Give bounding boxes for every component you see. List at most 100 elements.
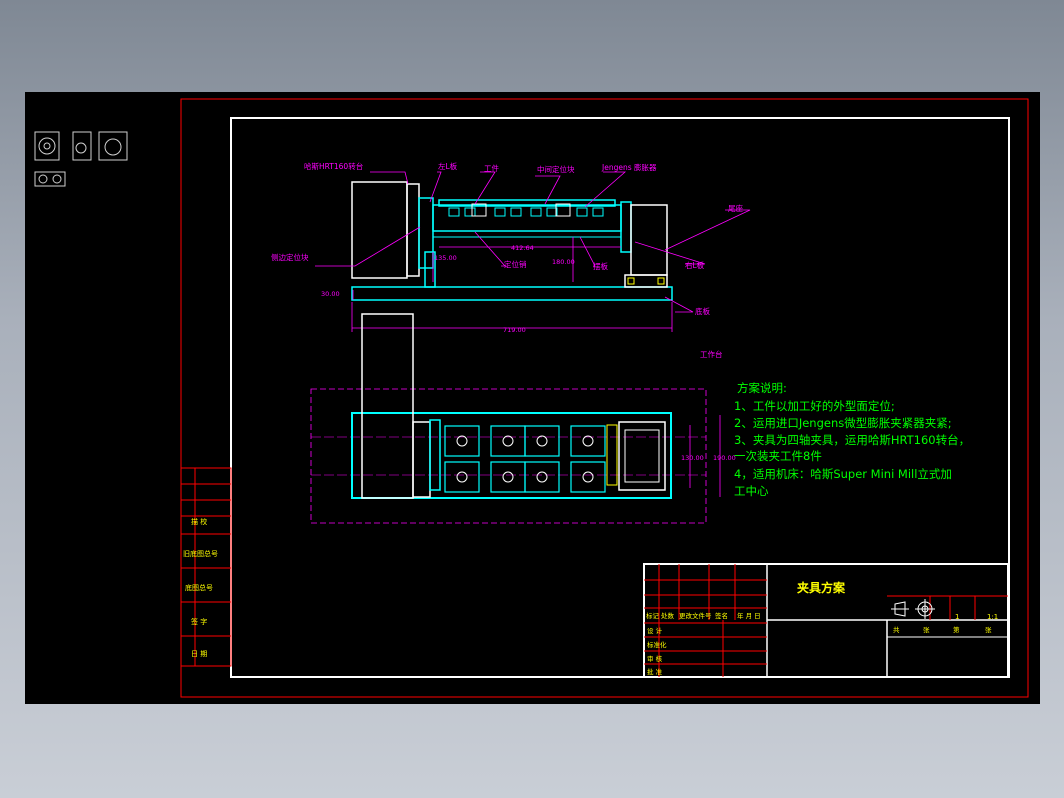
workpiece-cell bbox=[490, 461, 526, 493]
row-label: 更改文件号 bbox=[679, 611, 712, 620]
side-view-circle bbox=[75, 142, 87, 154]
footer-cell: 张 bbox=[923, 625, 930, 634]
front-dimensions bbox=[351, 237, 673, 332]
workpiece-cell bbox=[444, 425, 480, 457]
label-left-plate: 左L板 bbox=[438, 161, 458, 171]
left-row: 标准化 bbox=[647, 640, 667, 649]
dim-412: 412.64 bbox=[511, 244, 534, 252]
right-l-plate bbox=[620, 201, 632, 253]
rotary-table-face bbox=[406, 183, 420, 277]
dim-30: 30.00 bbox=[321, 290, 340, 298]
footer-cell: 共 bbox=[893, 625, 900, 634]
expander-circle bbox=[502, 435, 514, 447]
row-label: 处数 bbox=[661, 611, 675, 620]
tailstock-top bbox=[618, 421, 666, 491]
sheet-value: 1 bbox=[955, 613, 959, 621]
outer-frame bbox=[180, 98, 1029, 698]
expander-circle bbox=[456, 471, 468, 483]
workpiece-row bbox=[438, 199, 616, 207]
bottom-view-circle bbox=[38, 174, 48, 184]
rotary-table-top bbox=[361, 313, 414, 499]
front-view bbox=[351, 181, 673, 301]
front-dim-labels: 412.64 135.00 180.00 30.00 719.00 bbox=[321, 244, 575, 334]
workpiece-cell bbox=[570, 461, 606, 493]
drawing-canvas: 描 校 旧底图总号 底图总号 签 字 日 期 bbox=[34, 98, 1029, 698]
tailstock bbox=[630, 204, 668, 276]
front-view-hub bbox=[43, 142, 51, 150]
workpiece-cell bbox=[570, 425, 606, 457]
base-plate bbox=[351, 286, 673, 301]
cad-viewport[interactable]: 描 校 旧底图总号 底图总号 签 字 日 期 bbox=[25, 92, 1040, 704]
dim-180: 180.00 bbox=[552, 258, 575, 266]
title-block-text: 夹具方案 1:1 1 标记 处数 更改文件号 签名 年 月 日 设 计 标准化 … bbox=[646, 580, 998, 676]
top-workpiece-grid bbox=[444, 425, 606, 493]
drawing-border bbox=[230, 117, 1010, 678]
workpiece-cell bbox=[444, 461, 480, 493]
bottom-view-icon[interactable] bbox=[34, 171, 66, 187]
bottom-view-circle-2 bbox=[52, 174, 62, 184]
front-workpieces bbox=[433, 203, 665, 285]
label-worktable: 工作台 bbox=[700, 349, 723, 359]
label-middle-locator: 中间定位块 bbox=[537, 164, 575, 174]
dim-719: 719.00 bbox=[503, 326, 526, 334]
label-tailstock: 尾座 bbox=[728, 203, 743, 213]
drawing-title: 夹具方案 bbox=[797, 580, 846, 595]
left-row: 审 核 bbox=[647, 654, 663, 663]
side-stamp-table bbox=[180, 467, 232, 667]
left-row: 设 计 bbox=[647, 626, 663, 635]
workpiece-cell bbox=[524, 425, 560, 457]
stamp-label: 日 期 bbox=[191, 650, 207, 658]
notes-title: 方案说明: bbox=[737, 381, 787, 395]
expander-circle bbox=[536, 435, 548, 447]
top-dim-labels: 130.00 190.00 bbox=[681, 454, 736, 462]
view-icons[interactable] bbox=[34, 131, 128, 187]
note-line: 3、夹具为四轴夹具，运用哈斯HRT160转台， bbox=[734, 433, 970, 447]
notes-block: 方案说明: 1、工件以加工好的外型面定位; 2、运用进口Jengens微型膨胀夹… bbox=[734, 381, 970, 498]
footer-cell: 第 bbox=[953, 625, 960, 634]
label-workpiece: 工件 bbox=[484, 163, 499, 173]
front-view-icon[interactable] bbox=[34, 131, 60, 161]
stamp-label: 签 字 bbox=[191, 617, 207, 626]
left-row: 批 准 bbox=[647, 667, 663, 676]
tailstock-base bbox=[624, 274, 668, 288]
left-l-plate bbox=[418, 197, 434, 269]
dim-190: 190.00 bbox=[713, 454, 736, 462]
label-pin: 定位销 bbox=[504, 259, 527, 269]
label-swing-plate: 摆板 bbox=[593, 261, 608, 271]
iso-view-circle bbox=[104, 138, 122, 156]
note-line: 1、工件以加工好的外型面定位; bbox=[734, 399, 895, 413]
label-jengens: Jengens 膨胀器 bbox=[601, 162, 657, 172]
rotary-table bbox=[351, 181, 408, 279]
side-stamp-labels: 描 校 旧底图总号 底图总号 签 字 日 期 bbox=[183, 517, 218, 658]
expander-circle bbox=[582, 471, 594, 483]
footer-cell: 张 bbox=[985, 625, 992, 634]
worktable-outline bbox=[310, 388, 707, 524]
note-line: 2、运用进口Jengens微型膨胀夹紧器夹紧; bbox=[734, 416, 952, 430]
projection-symbol-icon bbox=[891, 599, 935, 619]
fixture-base-top bbox=[351, 412, 672, 499]
side-view-icon[interactable] bbox=[72, 131, 92, 161]
workpiece-cell bbox=[524, 461, 560, 493]
note-line: 工中心 bbox=[734, 484, 769, 498]
iso-view-icon[interactable] bbox=[98, 131, 128, 161]
label-hrt160: 哈斯HRT160转台 bbox=[304, 161, 363, 171]
row-label: 签名 bbox=[715, 611, 728, 620]
label-right-plate: 右L板 bbox=[685, 260, 705, 270]
stamp-label: 底图总号 bbox=[185, 583, 213, 592]
row-label: 标记 bbox=[646, 611, 660, 620]
title-block bbox=[643, 563, 1009, 678]
left-l-foot bbox=[424, 251, 436, 288]
expander-circle bbox=[456, 435, 468, 447]
top-dimensions bbox=[689, 415, 721, 497]
leader-lines bbox=[315, 171, 751, 313]
stamp-label: 旧底图总号 bbox=[183, 549, 218, 558]
note-line: 一次装夹工件8件 bbox=[734, 449, 822, 463]
expander-circle bbox=[502, 471, 514, 483]
workpiece-cell bbox=[490, 425, 526, 457]
front-view-circle bbox=[38, 137, 56, 155]
label-base-plate: 底板 bbox=[695, 306, 710, 316]
part-labels: 哈斯HRT160转台 左L板 工件 中间定位块 Jengens 膨胀器 尾座 侧… bbox=[271, 161, 743, 359]
dim-130: 130.00 bbox=[681, 454, 704, 462]
expander-circle bbox=[536, 471, 548, 483]
scale-value: 1:1 bbox=[987, 613, 998, 621]
